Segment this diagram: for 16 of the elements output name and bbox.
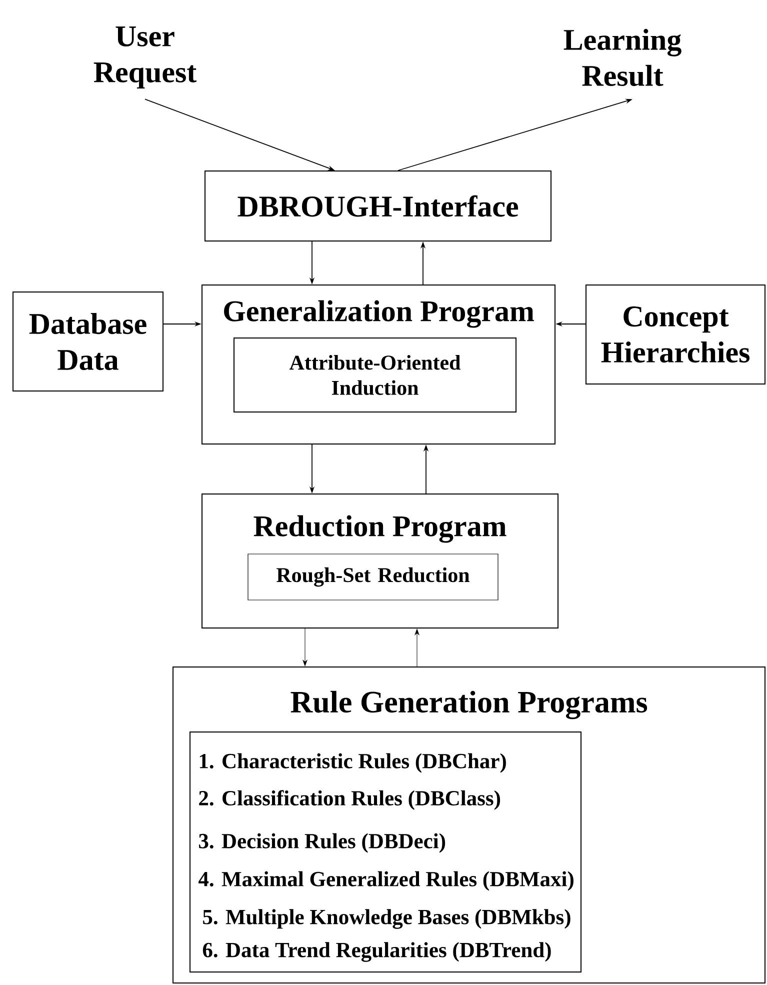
arrow — [414, 629, 420, 667]
list-item: 4. Maximal Generalized Rules (DBMaxi) — [198, 871, 574, 891]
process-box: Attribute-Oriented Induction — [234, 338, 516, 412]
arrow — [302, 628, 308, 666]
list-item: 1. Characteristic Rules (DBChar) — [200, 753, 506, 773]
process-box: Concept Hierarchies — [586, 284, 766, 384]
rule-list-box — [190, 732, 582, 972]
text-label: User Request — [94, 26, 197, 89]
process-box: Database Data — [12, 292, 164, 392]
process-box: DBROUGH-Interface — [204, 170, 552, 242]
list-item: 6. Data Trend Regularities (DBTrend) — [202, 942, 551, 962]
list-item: 5. Multiple Knowledge Bases (DBMkbs) — [203, 909, 570, 929]
list-item: 3. Decision Rules (DBDeci) — [199, 833, 446, 853]
text-label: Learning Result — [564, 28, 682, 86]
list-item: 2. Classification Rules (DBClass) — [199, 790, 500, 810]
process-box: Rough-Set Reduction — [248, 554, 498, 600]
